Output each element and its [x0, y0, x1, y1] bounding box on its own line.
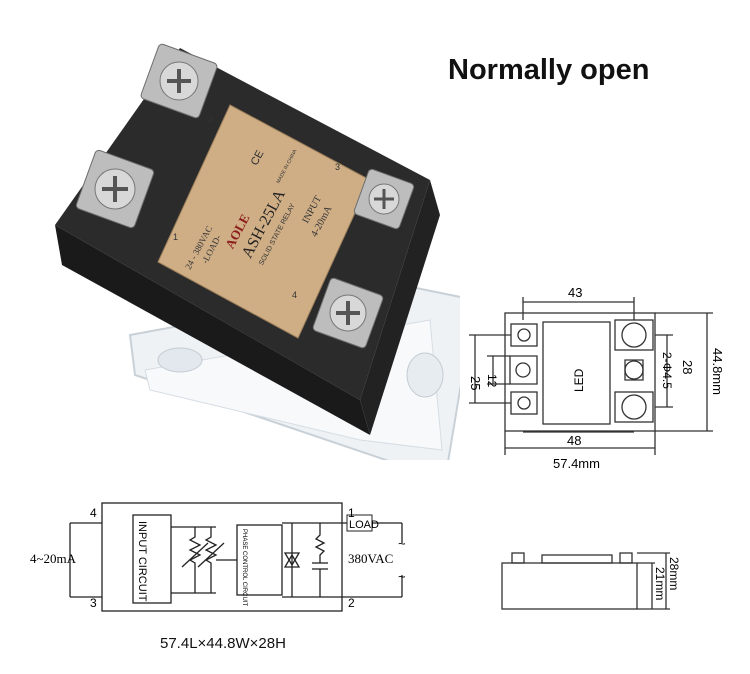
- terminal-1-label: 1: [173, 232, 178, 242]
- screw-terminal-1: [140, 43, 218, 119]
- pin-4-label: 4: [90, 506, 97, 520]
- terminal-4-label: 4: [292, 290, 297, 300]
- ac-symbol-top: ~: [398, 536, 406, 551]
- ac-symbol-bottom: ~: [398, 569, 406, 584]
- screw-terminal-2: [75, 149, 155, 229]
- voltage-label: 380VAC: [348, 551, 393, 566]
- dim-28: 28: [680, 360, 695, 374]
- page-title: Normally open: [448, 54, 650, 86]
- load-label: LOAD: [349, 519, 379, 531]
- screw-terminal-4: [312, 277, 384, 349]
- pin-1-label: 1: [348, 506, 355, 520]
- load-box: [346, 514, 373, 532]
- relay-product-image: AOLE ASH-25LA SOLID STATE RELAY 24 - 380…: [55, 43, 460, 460]
- led-label: LED: [572, 368, 586, 392]
- pin-2-label: 2: [348, 596, 355, 610]
- phase-control-label: PHASE CONTROL CIRCUIT: [241, 529, 247, 606]
- circuit-schematic: LOAD 380VAC ~ ~ 4 3 1 2 4~20mA INPUT CIR…: [30, 502, 406, 612]
- screw-terminal-3: [353, 168, 415, 230]
- input-circuit-label: INPUT CIRCUIT: [136, 521, 148, 602]
- dim-12: 12: [485, 374, 499, 388]
- dim-height: 44.8mm: [710, 348, 725, 395]
- side-view-drawing: 28mm 21mm: [501, 552, 681, 610]
- terminal-2-label: 2: [208, 114, 213, 124]
- top-view-drawing: 43 48 57.4mm 25 12 28 2-Φ4.5 44.8mm LED: [468, 285, 725, 471]
- dimensions-caption: 57.4L×44.8W×28H: [160, 635, 286, 652]
- dim-width: 57.4mm: [553, 456, 600, 471]
- dim-43: 43: [568, 285, 582, 300]
- side-dim-28: 28mm: [667, 557, 681, 590]
- pin-3-label: 3: [90, 596, 97, 610]
- side-dim-21: 21mm: [653, 567, 667, 600]
- input-signal-label: 4~20mA: [30, 551, 77, 566]
- relay-label: AOLE ASH-25LA SOLID STATE RELAY 24 - 380…: [157, 104, 371, 339]
- dim-25: 25: [468, 376, 483, 390]
- dim-48: 48: [567, 433, 581, 448]
- dim-hole: 2-Φ4.5: [660, 352, 674, 389]
- terminal-3-label: 3: [335, 162, 340, 172]
